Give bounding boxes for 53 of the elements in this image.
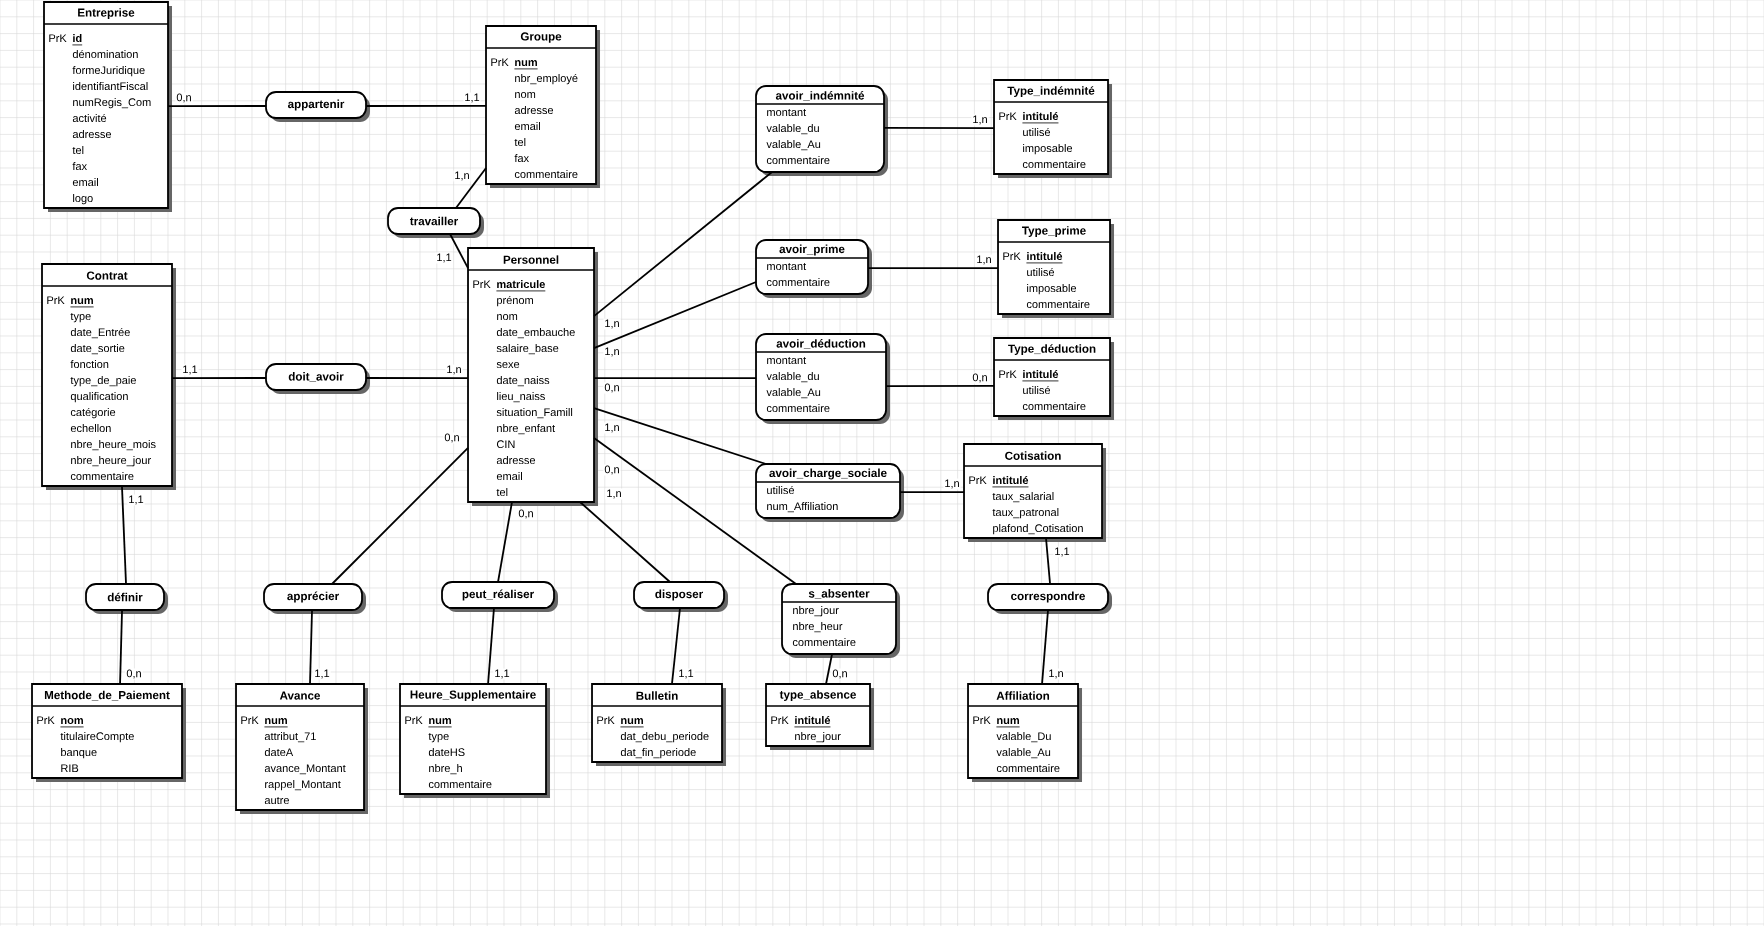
connector-line	[593, 437, 797, 585]
connector-line	[119, 609, 123, 685]
entity-box	[765, 683, 874, 750]
connector-line	[331, 447, 469, 585]
association-box	[755, 463, 904, 522]
connector-line	[899, 491, 965, 493]
connector-line	[885, 385, 995, 387]
connector-line	[449, 233, 469, 269]
connector-line	[171, 377, 267, 379]
connector-line	[1045, 537, 1051, 585]
entity-box	[235, 683, 368, 814]
connector-line	[121, 485, 127, 585]
entity-box	[963, 443, 1106, 542]
entity-box	[997, 219, 1114, 318]
association-box	[387, 207, 484, 238]
connector-line	[867, 267, 999, 269]
connector-line	[365, 105, 487, 107]
connector-line	[883, 127, 995, 129]
entity-box	[591, 683, 726, 766]
entity-box	[993, 337, 1114, 420]
connector-line	[593, 281, 757, 349]
connector-line	[671, 607, 681, 685]
connector-line	[487, 607, 495, 685]
connector-line	[167, 105, 267, 107]
entity-box	[399, 683, 550, 798]
association-box	[755, 333, 890, 424]
connector-line	[309, 609, 313, 685]
entity-box	[967, 683, 1082, 782]
association-box	[781, 583, 900, 658]
entity-box	[43, 1, 172, 212]
entity-box	[993, 79, 1112, 178]
association-box	[633, 581, 728, 612]
entity-box	[485, 25, 600, 188]
association-box	[987, 583, 1112, 614]
connector-line	[497, 501, 513, 583]
connector-line	[579, 501, 671, 583]
connector-line	[365, 377, 469, 379]
association-box	[265, 363, 370, 394]
association-box	[755, 85, 888, 176]
connector-line	[593, 171, 773, 317]
association-box	[755, 239, 872, 298]
association-box	[265, 91, 370, 122]
association-box	[263, 583, 366, 614]
connector-line	[455, 167, 487, 209]
association-box	[85, 583, 168, 614]
entity-box	[41, 263, 176, 490]
connector-line	[593, 407, 767, 465]
connector-line	[1041, 609, 1049, 685]
entity-box	[31, 683, 186, 782]
entity-box	[467, 247, 598, 506]
association-box	[441, 581, 558, 612]
connector-line	[825, 653, 833, 685]
connector-line	[593, 377, 757, 379]
